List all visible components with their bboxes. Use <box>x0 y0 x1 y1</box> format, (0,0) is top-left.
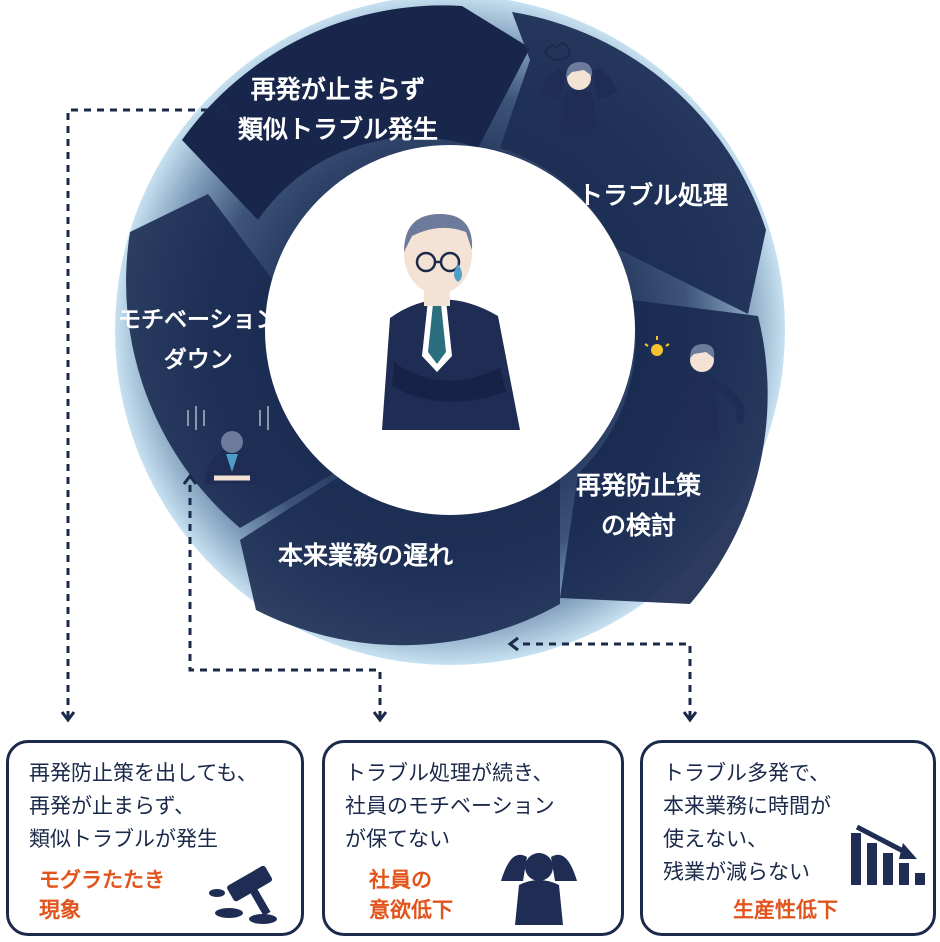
segment-shape-delay <box>240 476 560 646</box>
card-line: が保てない <box>345 827 450 851</box>
segment-line: 類似トラブル発生 <box>238 115 439 144</box>
segment-shape-troubleshoot <box>500 12 766 314</box>
card-tag: 生産性低下 <box>733 895 838 925</box>
card-motivation-loss: トラブル処理が続き、 社員のモチベーション が保てない 社員の 意欲低下 <box>322 740 624 936</box>
connector-middle <box>188 476 382 718</box>
segment-line: ダウン <box>163 347 233 373</box>
card-tag-line: 生産性低下 <box>733 898 838 922</box>
card-tag: モグラたたき 現象 <box>39 865 165 925</box>
card-description: トラブル処理が続き、 社員のモチベーション が保てない <box>345 757 555 856</box>
connector-right <box>518 642 692 718</box>
segment-line: 本来業務の遅れ <box>278 541 454 570</box>
segment-line: トラブル処理 <box>578 181 729 210</box>
dashed-connectors <box>66 108 692 718</box>
segment-label-delay: 本来業務の遅れ <box>278 536 453 576</box>
mole-whack-icon <box>209 865 277 924</box>
segment-label-motivation: モチベーション ダウン <box>118 300 279 380</box>
segment-line: 再発防止策 <box>576 471 702 500</box>
card-tag-line: 社員の <box>369 868 432 892</box>
card-line: 類似トラブルが発生 <box>29 827 218 851</box>
stressed-person-icon <box>501 853 577 925</box>
card-line: 残業が減らない <box>663 860 810 884</box>
worried-businessman-icon <box>382 214 520 430</box>
card-tag: 社員の 意欲低下 <box>369 865 453 925</box>
segment-line: モチベーション <box>118 307 279 333</box>
bowing-person-icon <box>187 406 269 484</box>
card-line: 使えない、 <box>663 827 768 851</box>
segment-label-troubleshoot: トラブル処理 <box>578 176 728 216</box>
card-description: トラブル多発で、 本来業務に時間が 使えない、 残業が減らない <box>663 757 831 889</box>
segment-line: 再発が止まらず <box>250 75 426 104</box>
segment-shape-prevention <box>560 300 768 604</box>
card-tag-line: 現象 <box>39 898 81 922</box>
head-holding-person-icon <box>540 42 618 130</box>
segment-shape-recurrence <box>182 5 530 221</box>
declining-bar-chart-icon <box>851 824 925 885</box>
card-mole-whack: 再発防止策を出しても、 再発が止まらず、 類似トラブルが発生 モグラたたき 現象 <box>6 740 304 936</box>
segment-line: の検討 <box>601 511 677 540</box>
card-line: 再発防止策を出しても、 <box>29 761 258 785</box>
card-line: トラブル多発で、 <box>663 761 831 785</box>
segment-label-prevention: 再発防止策 の検討 <box>576 466 701 546</box>
segment-label-recurrence: 再発が止まらず 類似トラブル発生 <box>238 70 438 150</box>
card-tag-line: モグラたたき <box>39 868 165 892</box>
idea-person-icon <box>644 336 745 440</box>
card-line: 社員のモチベーション <box>345 794 555 818</box>
card-tag-line: 意欲低下 <box>369 898 453 922</box>
card-description: 再発防止策を出しても、 再発が止まらず、 類似トラブルが発生 <box>29 757 258 856</box>
segment-shape-motivation <box>126 194 336 528</box>
card-line: トラブル処理が続き、 <box>345 761 554 785</box>
card-line: 本来業務に時間が <box>663 794 831 818</box>
card-line: 再発が止まらず、 <box>29 794 196 818</box>
card-productivity-drop: トラブル多発で、 本来業務に時間が 使えない、 残業が減らない 生産性低下 <box>640 740 936 936</box>
connector-arrowheads <box>60 102 698 723</box>
